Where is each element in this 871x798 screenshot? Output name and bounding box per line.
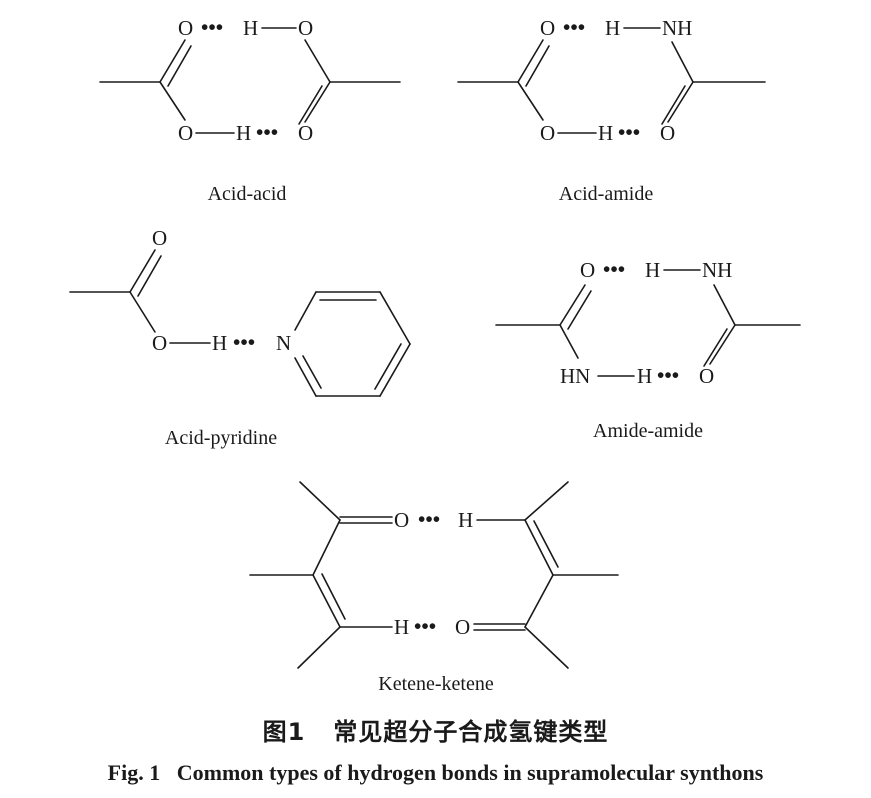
atom-nh: NH: [702, 258, 732, 282]
bond: [129, 291, 156, 333]
h-bond-dots: •••: [563, 15, 585, 39]
bond: [517, 39, 544, 83]
figure-number-en: Fig. 1: [107, 760, 161, 785]
bond: [559, 324, 579, 359]
bond: [137, 255, 162, 297]
bond: [709, 324, 736, 365]
synthon-acid-amide: O ••• H NH O H ••• O Acid-amide: [457, 15, 766, 205]
atom-h: H: [236, 121, 251, 145]
bond: [379, 343, 411, 397]
bond: [302, 355, 322, 389]
bond: [129, 249, 156, 293]
bond: [524, 519, 554, 576]
atom-o: O: [540, 16, 555, 40]
synthon-amide-amide: O ••• H NH HN H ••• O Amide-amide: [495, 257, 801, 442]
h-bond-dots: •••: [657, 363, 679, 387]
bond: [304, 39, 331, 83]
bond: [299, 481, 341, 521]
h-bond-dots: •••: [418, 507, 440, 531]
synthon-label: Ketene-ketene: [378, 673, 494, 695]
bond: [713, 284, 736, 326]
atom-o: O: [540, 121, 555, 145]
figure-number-cn: 图1: [262, 718, 306, 746]
synthon-acid-pyridine: O O H ••• N Acid-pyridine: [69, 226, 411, 449]
bond: [321, 573, 346, 620]
synthon-label: Acid-amide: [559, 183, 654, 205]
bond: [159, 39, 186, 83]
atom-o: O: [298, 121, 313, 145]
figure-title-en: Common types of hydrogen bonds in supram…: [176, 760, 764, 785]
atom-o: O: [699, 364, 714, 388]
h-bond-dots: •••: [414, 614, 436, 638]
bond: [167, 45, 192, 87]
h-bond-dots: •••: [256, 120, 278, 144]
bond: [379, 291, 411, 345]
atom-o: O: [152, 226, 167, 250]
figure-title-cn: 常见超分子合成氢键类型: [333, 718, 609, 746]
atom-h: H: [394, 615, 409, 639]
figure-caption-chinese: 图1 常见超分子合成氢键类型: [0, 712, 871, 747]
synthon-label: Acid-acid: [208, 183, 287, 205]
atom-h: H: [212, 331, 227, 355]
atom-o: O: [455, 615, 470, 639]
atom-o: O: [660, 121, 675, 145]
bond: [667, 81, 694, 123]
atom-o: O: [152, 331, 167, 355]
atom-h: H: [637, 364, 652, 388]
bond: [525, 45, 550, 87]
atom-h: H: [243, 16, 258, 40]
atom-nh: NH: [662, 16, 692, 40]
bond: [298, 85, 323, 125]
h-bond-dots: •••: [603, 257, 625, 281]
h-bond-dots: •••: [233, 330, 255, 354]
bond: [294, 291, 317, 331]
bond: [312, 519, 341, 576]
bond: [294, 357, 317, 397]
synthon-ketene-ketene: O ••• H H ••• O Ketene-ketene: [249, 481, 619, 695]
atom-o: O: [394, 508, 409, 532]
bond: [159, 81, 186, 121]
bond: [524, 626, 569, 669]
figure-caption-english: Fig. 1 Common types of hydrogen bonds in…: [0, 760, 871, 786]
atom-h: H: [645, 258, 660, 282]
bond: [533, 520, 559, 568]
synthon-diagram: O ••• H O O H ••• O Acid-acid O ••• H NH…: [69, 15, 801, 695]
bond: [703, 328, 728, 367]
atom-o: O: [298, 16, 313, 40]
atom-h: H: [598, 121, 613, 145]
bond: [661, 85, 686, 125]
synthon-label: Amide-amide: [593, 420, 703, 442]
bond: [524, 481, 569, 521]
bond: [297, 626, 341, 669]
bond: [517, 81, 544, 121]
atom-hn: HN: [560, 364, 590, 388]
bond: [559, 284, 586, 326]
atom-o: O: [178, 121, 193, 145]
atom-h: H: [458, 508, 473, 532]
bond: [524, 574, 554, 628]
bond: [671, 41, 694, 83]
atom-n: N: [276, 331, 291, 355]
synthon-acid-acid: O ••• H O O H ••• O Acid-acid: [99, 15, 401, 205]
atom-o: O: [178, 16, 193, 40]
bond: [374, 343, 402, 390]
h-bond-dots: •••: [201, 15, 223, 39]
h-bond-dots: •••: [618, 120, 640, 144]
pyridine-ring: [294, 291, 411, 397]
synthon-label: Acid-pyridine: [165, 427, 277, 449]
atom-h: H: [605, 16, 620, 40]
bond: [567, 290, 592, 330]
atom-o: O: [580, 258, 595, 282]
bond: [304, 81, 331, 123]
bond: [312, 574, 341, 628]
